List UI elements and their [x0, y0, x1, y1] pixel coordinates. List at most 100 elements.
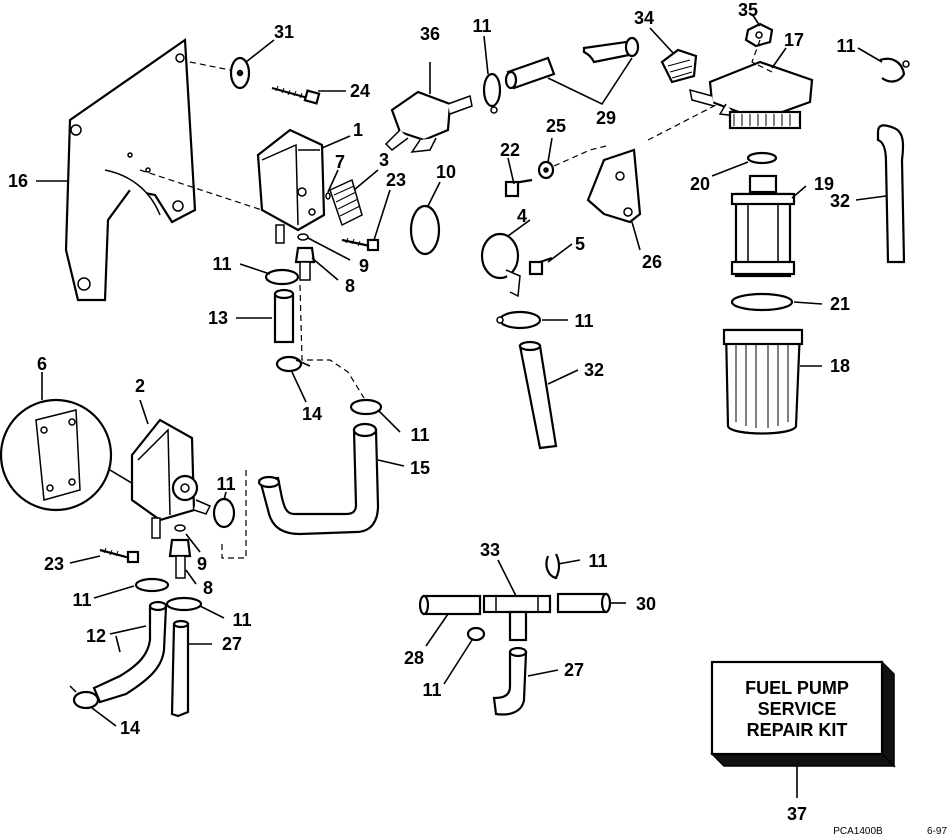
- alignment-lines: [139, 39, 773, 559]
- part-29-hose: [504, 36, 640, 90]
- callout-18: 18: [830, 356, 850, 376]
- callout-2: 2: [135, 376, 145, 396]
- callout-27-bottom: 27: [564, 660, 584, 680]
- callout-11-g: 11: [836, 36, 855, 56]
- part-2-fuel-pump: [130, 418, 212, 539]
- callout-22: 22: [500, 140, 520, 160]
- callout-labels: 31 24 36 1 16 7 3 23 10 9 8 11 13 14 11 …: [8, 0, 856, 824]
- part-11-clamp-lower-mid: [165, 596, 203, 612]
- part-19-filter-element: [730, 174, 796, 278]
- callout-11-b: 11: [410, 425, 429, 445]
- part-33-tee-fitting: [482, 594, 552, 642]
- part-9-o-ring-lower: [174, 524, 186, 532]
- kit-label-line-3: REPAIR KIT: [747, 720, 848, 740]
- part-20-o-ring: [746, 151, 778, 165]
- part-28-hose: [418, 594, 482, 616]
- callout-20: 20: [690, 174, 710, 194]
- part-11-clamp-15: [349, 398, 383, 416]
- kit-label-line-1: FUEL PUMP: [745, 678, 849, 698]
- part-27-hose-lower: [170, 619, 190, 718]
- callout-13: 13: [208, 308, 228, 328]
- callout-35: 35: [738, 0, 758, 20]
- part-26-bracket: [586, 148, 642, 224]
- callout-11-a: 11: [212, 254, 231, 274]
- part-11-clamp-a: [264, 268, 300, 286]
- callout-12: 12: [86, 626, 106, 646]
- callout-6: 6: [37, 354, 47, 374]
- callout-23-upper: 23: [386, 170, 406, 190]
- callout-3: 3: [379, 150, 389, 170]
- callout-9-upper: 9: [359, 256, 369, 276]
- callout-9-lower: 9: [197, 554, 207, 574]
- callout-14-upper: 14: [302, 404, 322, 424]
- part-3-gasket: [329, 178, 363, 227]
- callout-21: 21: [830, 294, 850, 314]
- callout-11-i: 11: [588, 551, 607, 571]
- part-21-seal: [730, 292, 794, 312]
- callout-1: 1: [353, 120, 363, 140]
- part-35-nut: [744, 22, 774, 48]
- callout-26: 26: [642, 252, 662, 272]
- callout-14-lower: 14: [120, 718, 140, 738]
- part-27-hose-bottom: [492, 646, 528, 716]
- callout-30: 30: [636, 594, 656, 614]
- part-9-o-ring-upper: [297, 233, 309, 241]
- part-14-clip-lower: [69, 685, 100, 710]
- callout-19: 19: [814, 174, 834, 194]
- part-23-screw-lower: [99, 547, 140, 564]
- part-24-screw: [271, 85, 321, 105]
- part-30-hose: [556, 592, 612, 614]
- callout-36: 36: [420, 24, 440, 44]
- part-10-o-ring: [409, 204, 441, 256]
- part-11-clamp-lower-right: [212, 497, 236, 529]
- kit-label-line-2: SERVICE: [758, 699, 837, 719]
- part-1-fuel-pump: [256, 128, 326, 244]
- part-37-repair-kit: FUEL PUMP SERVICE REPAIR KIT: [710, 660, 896, 798]
- callout-8-lower: 8: [203, 578, 213, 598]
- leader-lines: [36, 13, 887, 727]
- callout-11-d: 11: [72, 590, 91, 610]
- part-32-hose-right: [876, 124, 906, 264]
- callout-33: 33: [480, 540, 500, 560]
- part-32-hose-mid: [518, 340, 558, 450]
- part-11-clamp-right: [879, 57, 910, 83]
- callout-32-mid: 32: [584, 360, 604, 380]
- part-18-filter-bowl: [722, 328, 804, 435]
- part-11-clamp-mid: [496, 310, 542, 330]
- callout-8-upper: 8: [345, 276, 355, 296]
- callout-32-right: 32: [830, 191, 850, 211]
- callout-16: 16: [8, 171, 28, 191]
- part-12-hose: [92, 600, 168, 704]
- part-11-clamp-bottom-left: [466, 626, 486, 642]
- part-11-clamp-top: [482, 72, 502, 114]
- callout-4: 4: [517, 206, 527, 226]
- callout-5: 5: [575, 234, 585, 254]
- callout-7: 7: [335, 152, 345, 172]
- part-34-filter-element: [660, 48, 698, 84]
- callout-28: 28: [404, 648, 424, 668]
- callout-11-j: 11: [422, 680, 441, 700]
- part-14-clip-upper: [275, 355, 311, 373]
- callout-24: 24: [350, 81, 370, 101]
- part-11-clamp-lower-left: [134, 577, 170, 593]
- callout-11-c: 11: [216, 474, 235, 494]
- part-17-filter-head: [689, 60, 814, 130]
- reference-code-id: PCA1400B: [833, 826, 883, 837]
- callout-29: 29: [596, 108, 616, 128]
- part-13-hose: [273, 288, 295, 344]
- callout-34: 34: [634, 8, 654, 28]
- part-7-pin: [325, 192, 331, 200]
- callout-25: 25: [546, 116, 566, 136]
- part-4-cover: [480, 232, 521, 298]
- part-36-fitting: [384, 62, 473, 153]
- callout-10: 10: [436, 162, 456, 182]
- callout-31: 31: [274, 22, 294, 42]
- part-25-washer: [537, 160, 555, 180]
- callout-17: 17: [784, 30, 804, 50]
- part-8-fitting-upper: [294, 246, 316, 281]
- callout-15: 15: [410, 458, 430, 478]
- part-22-screw: [504, 178, 533, 198]
- callout-37: 37: [787, 804, 807, 824]
